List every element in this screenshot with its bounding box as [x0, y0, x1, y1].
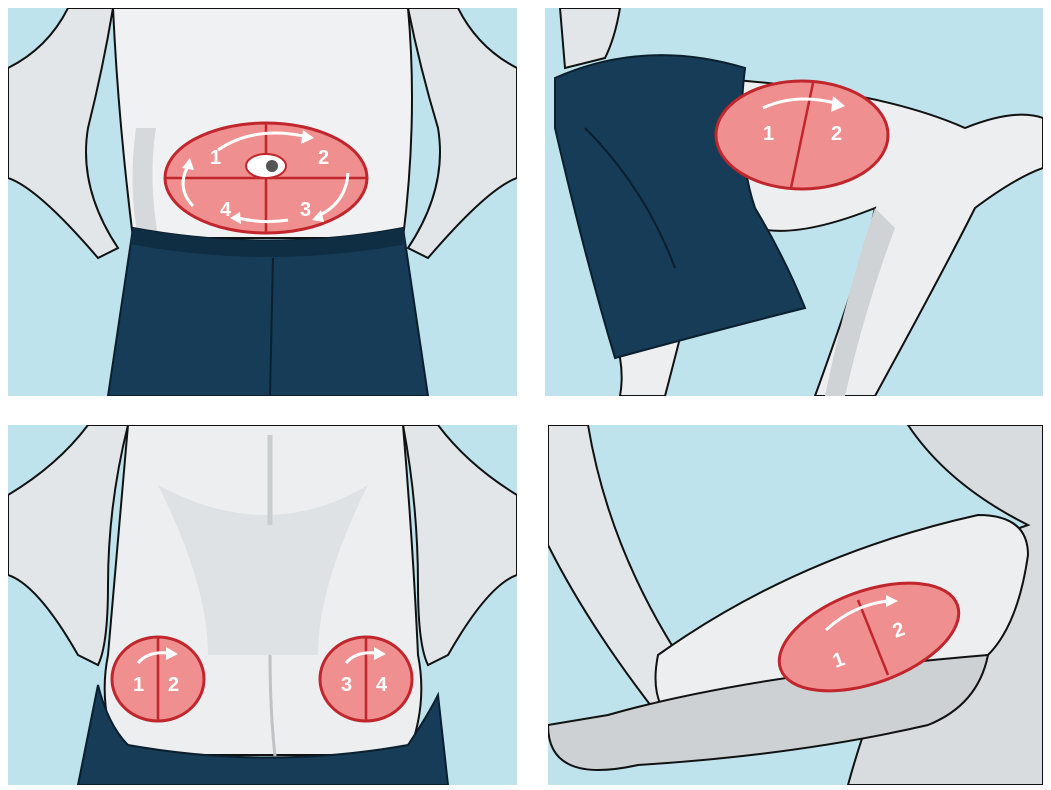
zone-label-3: 3 [300, 199, 311, 221]
buttocks-injection-panel: 1 2 3 4 [8, 425, 517, 785]
abdomen-zone: 1 2 3 4 [165, 123, 367, 233]
right-arm [403, 425, 517, 665]
zone-label-3: 3 [341, 674, 352, 696]
upper-arm-illustration: 1 2 [548, 425, 1043, 785]
right-buttock-zone: 3 4 [320, 637, 412, 721]
zone-label-2: 2 [318, 147, 329, 169]
zone-label-1: 1 [133, 674, 144, 696]
left-buttock-zone: 1 2 [112, 637, 204, 721]
thigh-injection-panel: 1 2 [545, 8, 1043, 396]
abdomen-illustration: 1 2 3 4 [8, 8, 517, 396]
zone-label-4: 4 [376, 674, 388, 696]
thigh-illustration: 1 2 [545, 8, 1043, 396]
thigh-zone: 1 2 [716, 81, 888, 189]
right-arm [408, 8, 517, 258]
zone-label-2: 2 [168, 674, 179, 696]
zone-label-2: 2 [831, 123, 842, 145]
abdomen-injection-panel: 1 2 3 4 [8, 8, 517, 396]
zone-label-4: 4 [220, 199, 232, 221]
left-arm [8, 8, 118, 258]
buttocks-illustration: 1 2 3 4 [8, 425, 517, 785]
upper-arm-injection-panel: 1 2 [548, 425, 1043, 785]
zone-label-1: 1 [763, 123, 774, 145]
zone-label-1: 1 [210, 147, 221, 169]
